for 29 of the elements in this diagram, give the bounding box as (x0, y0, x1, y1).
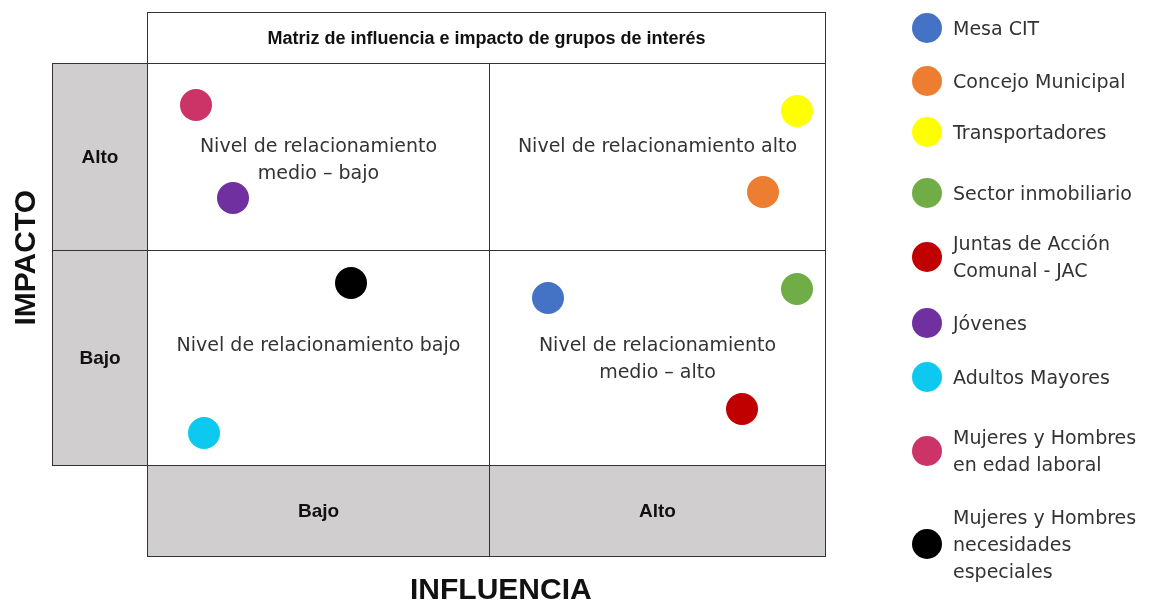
legend-text: Jóvenes (953, 310, 1028, 336)
quadrant-label: Nivel de relacionamiento medio – bajo (198, 133, 439, 185)
marker-dot (781, 273, 813, 305)
table-title: Matriz de influencia e impacto de grupos de interés (147, 12, 826, 64)
marker-dot (726, 393, 758, 425)
legend-text: Sector inmobiliario (953, 180, 1133, 206)
legend-text: Concejo Municipal (953, 68, 1127, 94)
legend-text: Juntas de Acción Comunal - JAC (953, 231, 1111, 283)
legend-text: Mujeres y Hombres en edad laboral (953, 425, 1138, 477)
axis-title: INFLUENCIA (410, 572, 592, 606)
marker-dot (747, 176, 779, 208)
marker-dot (180, 89, 212, 121)
row-header: Alto (52, 63, 148, 251)
quadrant-label: Nivel de relacionamiento alto (516, 133, 799, 158)
legend-text: Transportadores (953, 119, 1108, 145)
marker-dot (532, 282, 564, 314)
axis-title: IMPACTO (8, 190, 42, 326)
column-header: Bajo (147, 465, 490, 557)
column-header: Alto (489, 465, 826, 557)
legend-text: Adultos Mayores (953, 364, 1111, 390)
marker-dot (217, 182, 249, 214)
row-header: Bajo (52, 250, 148, 466)
marker-dot (781, 95, 813, 127)
legend-text: Mesa CIT (953, 15, 1041, 41)
legend-text: Mujeres y Hombres necesidades especiales (953, 504, 1138, 584)
marker-dot (188, 417, 220, 449)
quadrant-label: Nivel de relacionamiento bajo (175, 332, 462, 357)
marker-dot (335, 267, 367, 299)
quadrant-label: Nivel de relacionamiento medio – alto (537, 332, 778, 384)
